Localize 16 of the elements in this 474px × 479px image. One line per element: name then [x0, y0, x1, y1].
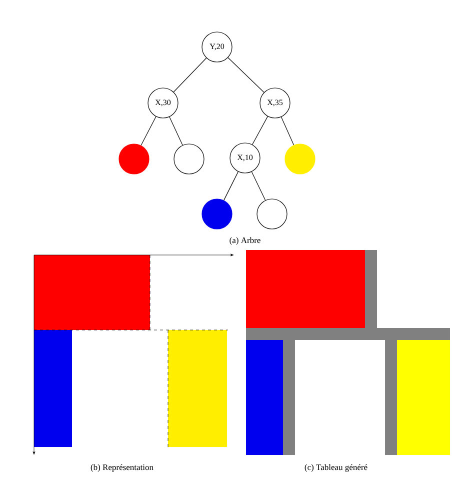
tree-edge — [224, 171, 238, 201]
caption: (c) Tableau généré — [304, 464, 368, 472]
tree-edge — [228, 57, 264, 93]
caption: (a) Arbre — [230, 237, 260, 245]
leaf-circle — [174, 144, 204, 174]
tree-edge — [252, 116, 268, 145]
tree-edge — [140, 116, 156, 146]
leaf-circle — [118, 144, 150, 174]
tree-edge — [173, 58, 207, 92]
caption: (b) Représentation — [90, 464, 154, 472]
tree-edge — [169, 116, 183, 146]
tree-edge — [280, 116, 294, 146]
leaf-circle — [202, 198, 232, 230]
leaf-circle — [284, 144, 316, 174]
leaf-circle — [256, 198, 288, 230]
tree-edge — [251, 171, 266, 201]
